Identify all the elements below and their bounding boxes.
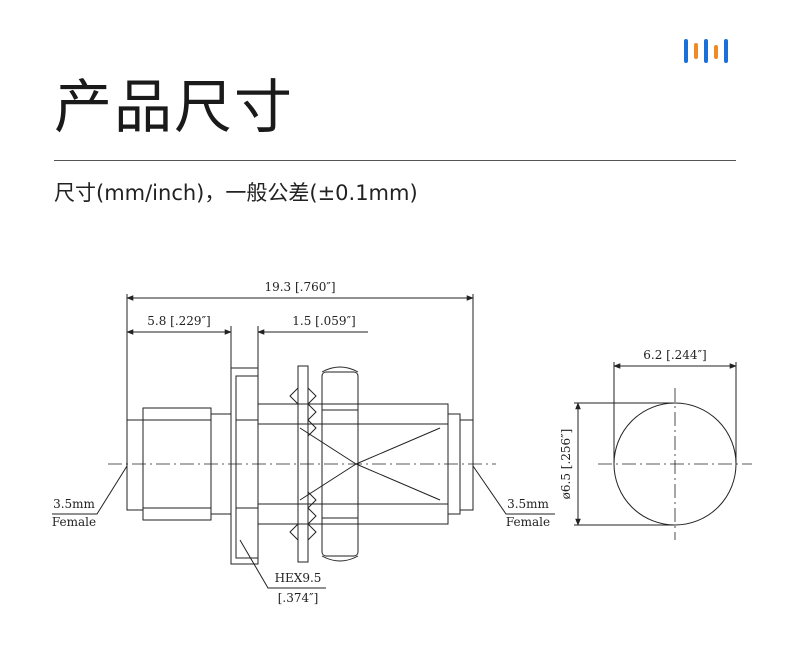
dimension-note: 尺寸(mm/inch)，一般公差(±0.1mm)	[54, 181, 418, 205]
left-port-size-label: 3.5mm	[53, 497, 95, 511]
logo-bar-2	[694, 43, 698, 59]
logo-bar-1	[684, 39, 688, 63]
left-knurl-sleeve	[142, 407, 212, 521]
logo-bar-5	[724, 39, 728, 63]
hex-size-label: HEX9.5	[275, 571, 322, 585]
logo-bar-3	[704, 39, 708, 63]
hex-size-inch-label: [.374″]	[278, 591, 319, 605]
brand-logo	[684, 39, 728, 63]
logo-bar-4	[714, 45, 718, 59]
end-width-label: 6.2 [.244″]	[643, 348, 706, 362]
lock-washer	[297, 365, 309, 563]
page-title: 产品尺寸	[54, 73, 295, 141]
right-port-leader	[472, 465, 555, 515]
end-diameter-label: ø6.5 [.256″]	[559, 429, 573, 500]
right-port-gender-label: Female	[506, 515, 550, 529]
right-port-size-label: 3.5mm	[507, 497, 549, 511]
left-length-label: 5.8 [.229″]	[147, 314, 210, 328]
hex-leader	[239, 539, 326, 589]
left-port-leader	[52, 465, 128, 515]
overall-length-label: 19.3 [.760″]	[264, 280, 335, 294]
left-port-gender-label: Female	[52, 515, 96, 529]
hex-nut	[321, 371, 359, 557]
flange-width-label: 1.5 [.059″]	[292, 314, 355, 328]
title-divider	[54, 160, 736, 161]
flange-plate	[230, 367, 259, 565]
